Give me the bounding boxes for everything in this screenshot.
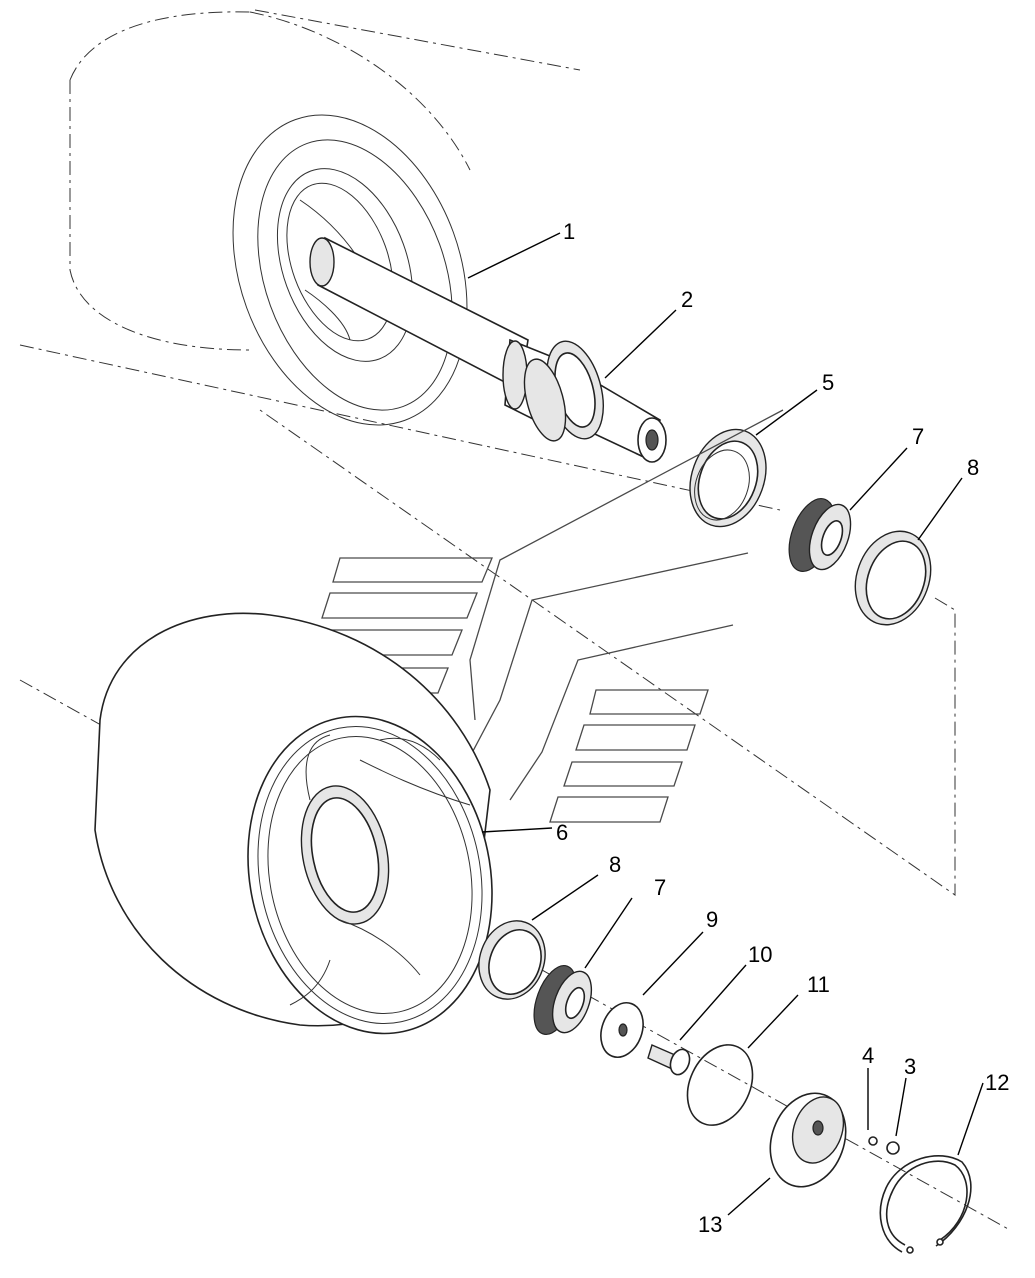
callout-12: 12	[985, 1070, 1009, 1095]
callout-9: 9	[706, 907, 718, 932]
grease-fitting	[868, 1136, 900, 1155]
axle-shaft	[309, 236, 667, 463]
bearing-race-lower	[478, 920, 546, 1000]
bearing-cup-upper	[689, 428, 767, 528]
leader-lines	[467, 232, 984, 1216]
callout-13: 13	[698, 1212, 722, 1237]
front-wheel	[94, 612, 493, 1035]
snap-ring	[879, 1155, 972, 1254]
axis-lines	[19, 9, 1011, 1231]
callout-3: 3	[904, 1054, 916, 1079]
callout-7b: 7	[654, 875, 666, 900]
washer	[600, 1002, 644, 1058]
callout-8a: 8	[967, 455, 979, 480]
callout-6: 6	[556, 820, 568, 845]
callout-5: 5	[822, 370, 834, 395]
callout-10: 10	[748, 942, 772, 967]
axle-seal	[523, 340, 604, 442]
callout-1: 1	[563, 219, 575, 244]
rear-wheel-phantom	[69, 11, 471, 426]
callout-7a: 7	[912, 424, 924, 449]
bearing-race-upper	[854, 530, 932, 626]
callouts: 1 2 5 7 8 6 8 7 9 10 11 4 3 12 13	[556, 219, 1009, 1237]
o-ring	[686, 1044, 754, 1126]
tapered-bearing-lower	[533, 965, 593, 1035]
callout-11: 11	[807, 972, 830, 997]
callout-4: 4	[862, 1043, 874, 1068]
hub-cap	[769, 1092, 847, 1188]
tapered-bearing-upper	[788, 498, 852, 572]
callout-8b: 8	[609, 852, 621, 877]
bolt	[647, 1044, 691, 1076]
callout-2: 2	[681, 287, 693, 312]
